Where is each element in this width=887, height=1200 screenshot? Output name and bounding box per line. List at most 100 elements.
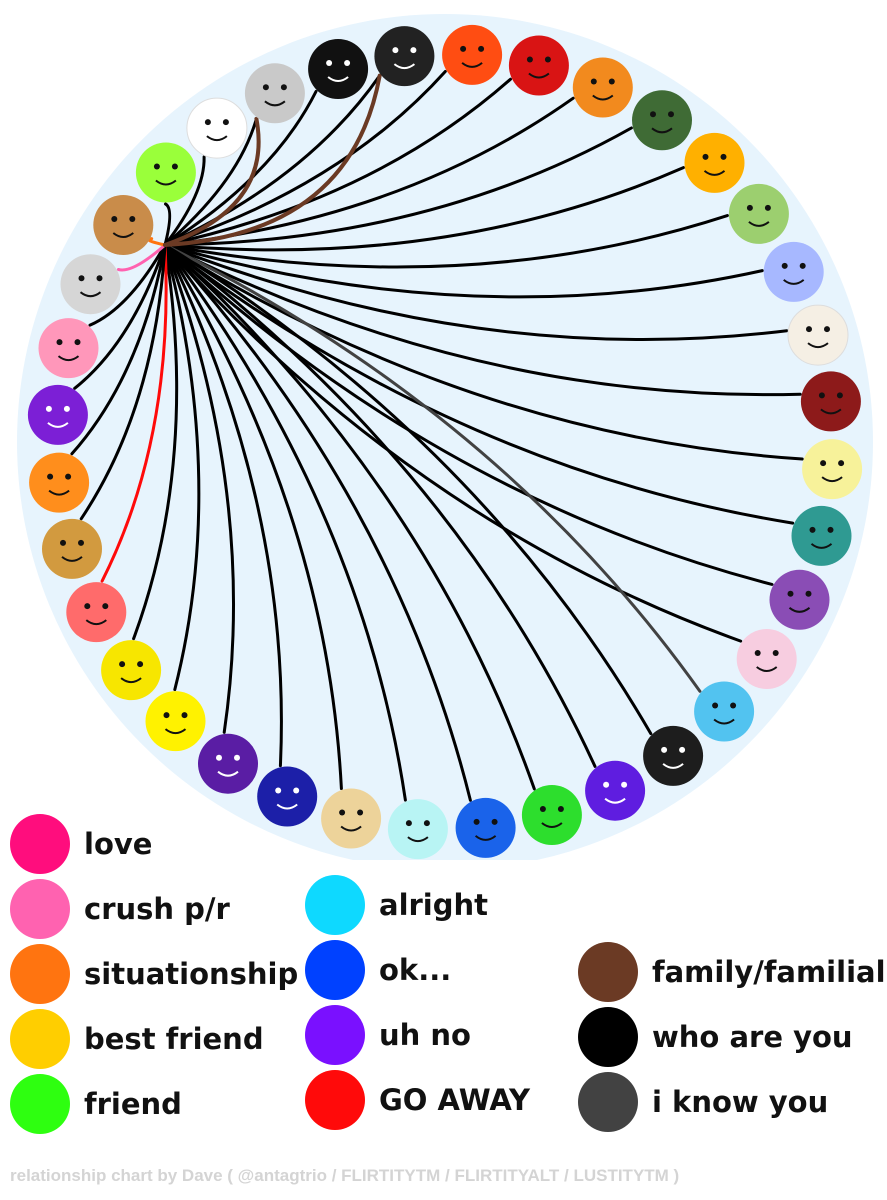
link-line-sparkle-purple-face: [163, 243, 236, 734]
orange-hair-face-icon: [572, 57, 633, 118]
lime-face-icon: [135, 142, 196, 203]
periwinkle-face-icon: [763, 241, 824, 302]
purple-face-icon: [769, 569, 830, 630]
cream-face-icon: [787, 304, 849, 366]
legend-label: situationship: [84, 957, 299, 991]
legend-item-go-away: GO AWAY: [305, 1070, 530, 1130]
legend-item-friend: friend: [10, 1074, 182, 1134]
legend-item-crush-p-r: crush p/r: [10, 879, 230, 939]
link-line-brown-face: [79, 243, 167, 521]
dark-green-face-icon: [632, 90, 692, 151]
pink-red-face-icon: [66, 582, 127, 643]
light-green-face-icon: [728, 183, 789, 244]
pale-yellow-face-icon: [802, 439, 863, 500]
link-line-navy-face: [163, 243, 283, 768]
link-line-rose-face: [88, 243, 167, 327]
cookie-face-icon: [93, 195, 154, 255]
credit-text: relationship chart by Dave ( @antagtrio …: [10, 1166, 680, 1185]
light-gray-face-icon: [244, 63, 305, 124]
black-face-icon: [308, 39, 369, 99]
pink-face-icon: [736, 629, 797, 689]
link-line-violet-face: [73, 243, 167, 390]
legend-item-uh-no: uh no: [305, 1005, 471, 1065]
dark-red-face-icon: [800, 371, 861, 432]
link-line-dark-red-face: [163, 243, 802, 397]
legend-label: family/familial: [652, 955, 886, 989]
legend-item-ok: ok...: [305, 940, 451, 1000]
legend-label: crush p/r: [84, 892, 230, 926]
navy-face-icon: [257, 766, 318, 827]
legend-label: who are you: [652, 1020, 853, 1054]
orange-face-icon: [29, 452, 90, 513]
legend-item-family-familial: family/familial: [578, 942, 886, 1002]
legend-swatch: [578, 1072, 638, 1132]
rose-face-icon: [38, 318, 99, 379]
legend-label: uh no: [379, 1018, 471, 1052]
link-line-red-face: [163, 77, 512, 247]
legend-item-who-are-you: who are you: [578, 1007, 853, 1067]
link-line-violet-sunglasses-face: [163, 243, 597, 768]
link-line-rainbow-face: [163, 166, 685, 252]
rainbow-face-icon: [684, 132, 745, 193]
link-line-orange-face: [70, 243, 167, 456]
pale-cyan-face-icon: [387, 799, 448, 860]
blue-face-icon: [455, 797, 516, 858]
legend-swatch: [10, 1074, 70, 1134]
legend-swatch: [10, 944, 70, 1004]
legend-swatch: [305, 1005, 365, 1065]
link-line-purple-face: [163, 243, 774, 586]
legend-label: alright: [379, 888, 489, 922]
legend-item-situationship: situationship: [10, 944, 298, 1004]
link-line-pink-face: [163, 243, 743, 643]
legend-swatch: [305, 940, 365, 1000]
link-line-periwinkle-face: [163, 243, 764, 299]
relationship-chart-svg: [17, 14, 873, 870]
link-line-dark-green-face: [163, 126, 633, 247]
link-line-blue-face: [163, 243, 472, 802]
green-smile-face-icon: [521, 785, 582, 845]
black-eyed-face-icon: [643, 725, 704, 786]
legend-swatch: [578, 1007, 638, 1067]
white-face-icon: [186, 97, 248, 159]
link-line-teal-face: [163, 243, 795, 525]
legend-swatch: [305, 1070, 365, 1130]
legend-item-alright: alright: [305, 875, 488, 935]
teal-face-icon: [791, 505, 852, 566]
character-faces: [27, 24, 863, 860]
tan-face-icon: [321, 788, 382, 849]
cyan-face-icon: [694, 681, 755, 742]
link-line-cyan-face: [163, 243, 702, 693]
sparkle-purple-face-icon: [198, 733, 258, 794]
link-line-green-smile-face: [163, 243, 536, 791]
link-line-light-green-face: [163, 214, 729, 269]
family-link-black-shaded-face: [163, 73, 382, 247]
legend-item-love: love: [10, 814, 152, 874]
link-line-pink-red-face: [100, 243, 168, 583]
brown-face-icon: [42, 518, 102, 579]
legend-label: GO AWAY: [379, 1083, 531, 1117]
link-line-silver-face: [116, 243, 167, 272]
legend-swatch: [10, 1009, 70, 1069]
link-line-light-gray-face: [163, 117, 258, 247]
legend-label: i know you: [652, 1085, 829, 1119]
link-line-black-face: [163, 90, 318, 247]
link-line-orange-red-face: [163, 70, 447, 247]
legend-label: love: [84, 827, 153, 861]
link-line-lime-face: [163, 202, 172, 247]
link-line-tan-face: [163, 243, 343, 790]
legend-label: best friend: [84, 1022, 264, 1056]
relationship-chart: [17, 14, 873, 870]
legend-swatch: [10, 879, 70, 939]
black-shaded-face-icon: [374, 26, 435, 87]
violet-sunglasses-face-icon: [585, 760, 646, 821]
link-line-black-eyed-face: [163, 243, 653, 736]
legend-label: friend: [84, 1087, 182, 1121]
orange-red-face-icon: [442, 24, 503, 85]
legend-item-i-know-you: i know you: [578, 1072, 828, 1132]
legend-item-best-friend: best friend: [10, 1009, 264, 1069]
link-line-yellow-smile-face-a: [163, 243, 201, 692]
silver-face-icon: [60, 254, 121, 315]
link-line-white-face: [163, 155, 206, 247]
legend-label: ok...: [379, 953, 452, 987]
yellow-smile-face-a-icon: [145, 691, 206, 752]
